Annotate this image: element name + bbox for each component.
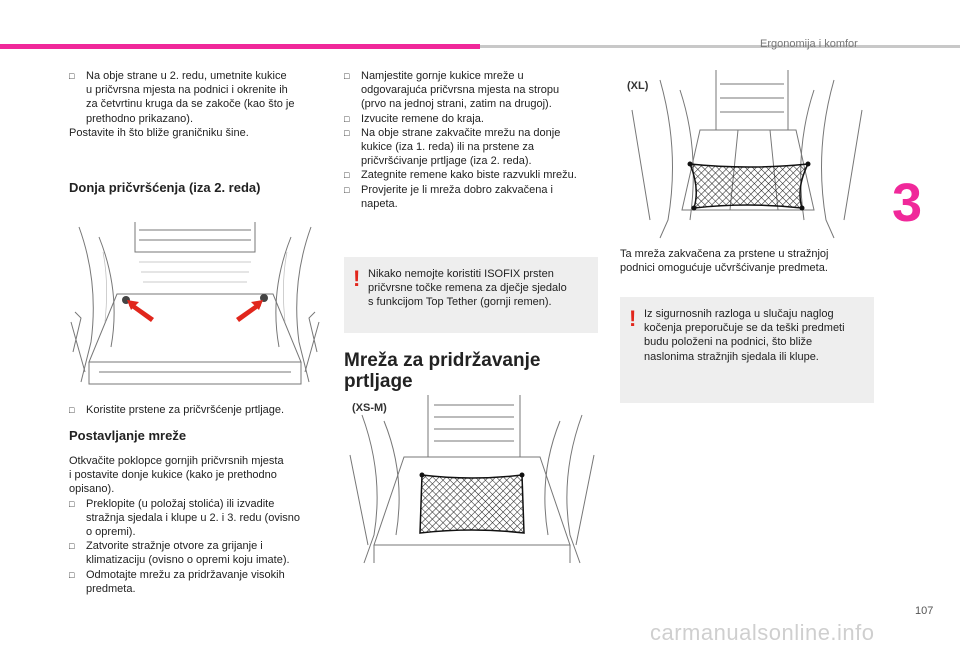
header-rule [480,45,960,48]
list-item: □ Provjerite je li mreža dobro zakvačena… [344,183,553,210]
header-accent-bar [0,44,480,49]
figure-net-xs-m [349,395,595,564]
list-item: □ Na obje strane zakvačite mrežu na donj… [344,126,561,168]
red-arrow-icon [127,300,263,322]
intro-tail: Postavite ih što bliže graničniku šine. [69,126,249,139]
heading-cargo-net: Mreža za pridržavanje prtljage [344,350,541,392]
warning-box-isofix: ! Nikako nemojte koristiti ISOFIX prsten… [344,257,598,333]
section-title: Ergonomija i komfor [760,38,858,50]
list-item: □ Zatvorite stražnje otvore za grijanje … [69,540,290,567]
chapter-number: 3 [892,173,923,233]
heading-lower-anchors: Donja pričvršćenja (iza 2. reda) [69,180,261,195]
page-number: 107 [915,605,934,617]
checkbox-bullet-icon: □ [69,498,75,509]
col2-steps: □ Namjestite gornje kukice mreže u odgov… [344,69,606,211]
figure-net-xl [631,70,863,239]
col3-caption: Ta mreža zakvačena za prstene u stražnjo… [620,248,829,275]
checkbox-bullet-icon: □ [69,71,75,81]
checkbox-bullet-icon: □ [69,569,75,580]
figure-floor-anchors [69,222,321,390]
checkbox-bullet-icon: □ [344,127,350,138]
watermark: carmanualsonline.info [650,620,875,645]
col1-intro: □ Na obje strane u 2. redu, umetnite kuk… [69,69,339,140]
warning-box-heavy-items: ! Iz sigurnosnih razloga u slučaju naglo… [620,297,874,403]
checkbox-bullet-icon: □ [344,71,350,81]
col1-bullet-rings: □ Koristite prstene za pričvršćenje prtl… [69,404,285,416]
list-item: □ Preklopite (u položaj stolića) ili izv… [69,497,301,539]
list-item: □ Zategnite remene kako biste razvukli m… [344,169,577,182]
checkbox-bullet-icon: □ [344,113,350,124]
cargo-net [419,474,525,534]
checkbox-bullet-icon: □ [69,405,75,415]
checkbox-bullet-icon: □ [344,170,350,181]
heading-net-install: Postavljanje mreže [69,428,187,443]
exclamation-warning-icon: ! [353,266,361,291]
list-item: □ Izvucite remene do kraja. [344,112,484,125]
figure-label-xs-m: (XS-M) [352,402,387,414]
list-item: □ Namjestite gornje kukice mreže u odgov… [344,70,560,111]
exclamation-warning-icon: ! [629,306,637,331]
cargo-net [688,163,810,209]
col1-install-steps: Otkvačite poklopce gornjih pričvrsnih mj… [69,454,339,596]
checkbox-bullet-icon: □ [344,184,350,195]
list-item: □ Odmotajte mrežu za pridržavanje visoki… [69,568,285,595]
checkbox-bullet-icon: □ [69,541,75,552]
figure-label-xl: (XL) [627,80,649,92]
intro-bullet: □ Na obje strane u 2. redu, umetnite kuk… [69,70,295,125]
